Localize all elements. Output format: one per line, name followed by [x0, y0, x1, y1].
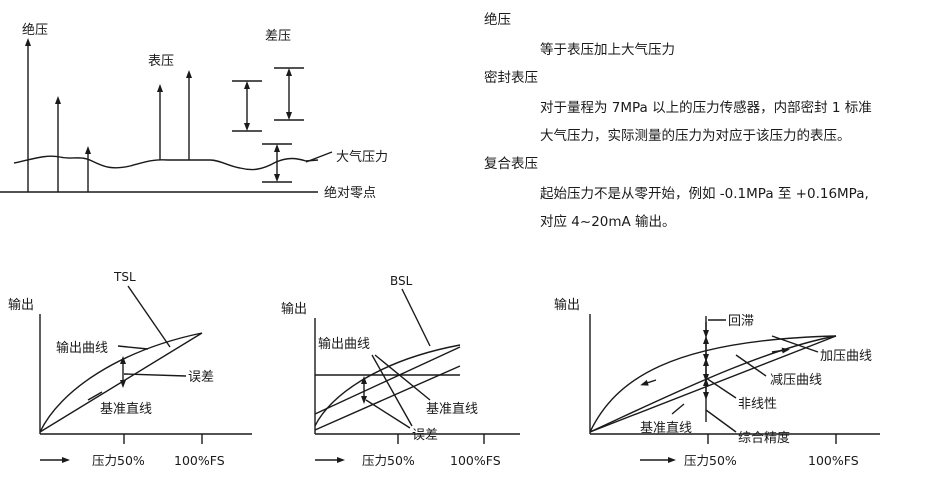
hyst-y-label: 输出: [554, 297, 580, 313]
tsl-output-curve: [39, 332, 203, 433]
definition-term-compound-gauge: 复合表压: [484, 156, 538, 172]
hyst-accuracy-label: 综合精度: [738, 430, 790, 446]
hyst-reference-label: 基准直线: [640, 421, 692, 436]
bsl-curve-leader-2: [371, 354, 413, 427]
tsl-x-end-label: 100%FS: [174, 453, 225, 468]
bsl-curve-leader-1: [374, 354, 431, 401]
bsl-line-1: [314, 346, 461, 415]
pressure-types-diagram: [0, 38, 333, 193]
hyst-accuracy-leader: [705, 409, 737, 433]
bsl-error-label: 误差: [412, 428, 438, 443]
hyst-reference-leader: [671, 403, 685, 415]
bsl-bsl-leader: [401, 288, 431, 347]
definition-term-sealed-gauge: 密封表压: [484, 70, 538, 86]
hyst-loading-curve: [589, 335, 837, 433]
definition-text-compound-gauge-2: 对应 4~20mA 输出。: [540, 214, 676, 230]
hyst-hysteresis-label: 回滞: [728, 314, 754, 329]
hyst-nonlinearity-leader: [705, 377, 737, 399]
bsl-reference-label: 基准直线: [426, 402, 478, 417]
bsl-x-mid-label: 压力50%: [362, 453, 415, 468]
tsl-curve-label: 输出曲线: [56, 340, 108, 356]
hyst-loading-leader: [771, 335, 819, 353]
tsl-method-label: TSL: [113, 270, 136, 284]
atmosphere-leader-line: [305, 151, 333, 163]
definition-term-absolute: 绝压: [484, 12, 511, 28]
gauge-pressure-label: 表压: [148, 54, 174, 69]
hyst-nonlinearity-label: 非线性: [738, 397, 777, 412]
atmospheric-pressure-label: 大气压力: [336, 149, 388, 165]
tsl-tsl-leader: [127, 285, 171, 348]
definition-text-sealed-gauge-2: 大气压力，实际测量的压力为对应于该压力的表压。: [540, 128, 851, 144]
definition-text-compound-gauge-1: 起始压力不是从零开始，例如 -0.1MPa 至 +0.16MPa,: [540, 186, 869, 202]
bsl-line-2: [314, 365, 461, 431]
hyst-unloading-label: 减压曲线: [770, 373, 822, 388]
hyst-reference-line: [589, 335, 837, 433]
hyst-loading-direction-arrow: [771, 347, 790, 354]
tsl-curve-leader: [117, 345, 149, 350]
hyst-x-end-label: 100%FS: [808, 453, 859, 468]
bsl-y-label: 输出: [281, 301, 307, 317]
tsl-error-label: 误差: [188, 370, 214, 385]
definition-text-sealed-gauge-1: 对于量程为 7MPa 以上的压力传感器，内部密封 1 标准: [540, 100, 872, 116]
hyst-loading-label: 加压曲线: [820, 349, 872, 364]
bsl-error-leader: [365, 399, 411, 429]
hyst-unloading-curve: [589, 335, 837, 433]
bsl-method-label: BSL: [390, 274, 413, 288]
bsl-curve-label: 输出曲线: [318, 336, 370, 352]
tsl-error-leader: [123, 373, 187, 377]
tsl-reference-label: 基准直线: [100, 402, 152, 417]
bsl-chart: [314, 288, 520, 463]
hyst-unloading-leader: [735, 354, 767, 377]
tsl-y-label: 输出: [8, 297, 34, 313]
atmospheric-pressure-line: [13, 155, 319, 171]
bsl-x-end-label: 100%FS: [450, 453, 501, 468]
tsl-reference-leader: [87, 391, 103, 401]
hyst-unloading-direction-arrow: [640, 379, 657, 386]
hyst-x-mid-label: 压力50%: [684, 453, 737, 468]
differential-pressure-label: 差压: [265, 29, 291, 44]
definition-text-absolute: 等于表压加上大气压力: [540, 42, 675, 58]
hysteresis-chart: [589, 314, 880, 463]
tsl-chart: [39, 285, 252, 463]
absolute-pressure-label: 绝压: [22, 22, 48, 38]
absolute-zero-label: 绝对零点: [324, 185, 376, 201]
tsl-x-mid-label: 压力50%: [92, 453, 145, 468]
